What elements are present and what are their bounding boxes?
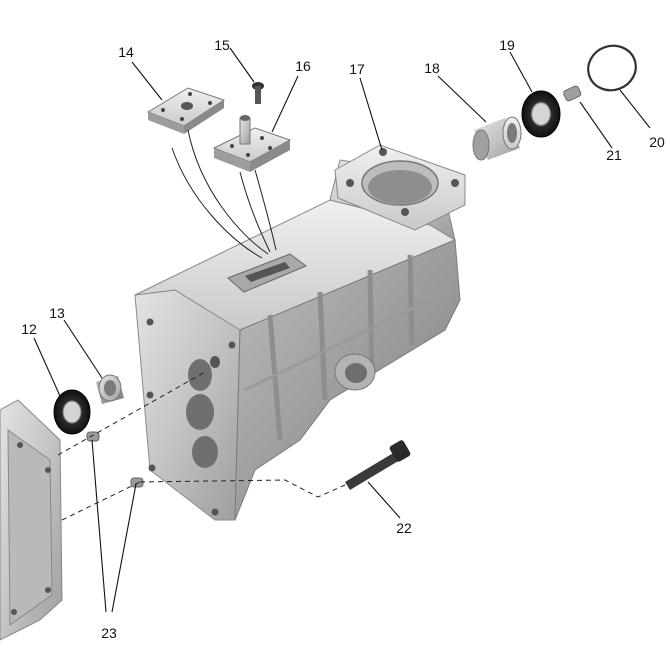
callout-15: 15 <box>214 37 230 53</box>
callout-19: 19 <box>499 37 515 53</box>
transmission-housing <box>134 144 466 521</box>
shifter-base-16 <box>212 115 292 172</box>
dowel-pin-23 <box>86 431 144 488</box>
callout-18: 18 <box>424 60 440 76</box>
callout-16: 16 <box>295 58 311 74</box>
leader-lines <box>33 47 651 613</box>
callout-labels: 14 15 16 17 18 19 20 21 22 12 13 23 <box>21 37 665 641</box>
callout-14: 14 <box>118 44 134 60</box>
callout-21: 21 <box>606 147 622 163</box>
callout-22: 22 <box>396 520 412 536</box>
o-ring-20 <box>587 44 637 92</box>
adjacent-housing-section <box>0 399 63 641</box>
bushing-18 <box>472 116 522 161</box>
screw-15 <box>252 82 264 104</box>
callout-12: 12 <box>21 321 37 337</box>
pin-21 <box>563 85 582 102</box>
wire-leads <box>171 129 277 259</box>
callout-23: 23 <box>101 625 117 641</box>
cover-plate-14 <box>146 87 226 134</box>
oil-seal-12 <box>53 389 91 435</box>
oil-seal-19 <box>521 90 561 138</box>
bolt-22 <box>345 440 411 490</box>
assembly-lines <box>57 371 346 521</box>
callout-20: 20 <box>649 134 665 150</box>
callout-17: 17 <box>349 61 365 77</box>
callout-13: 13 <box>49 305 65 321</box>
bushing-13 <box>96 374 124 404</box>
